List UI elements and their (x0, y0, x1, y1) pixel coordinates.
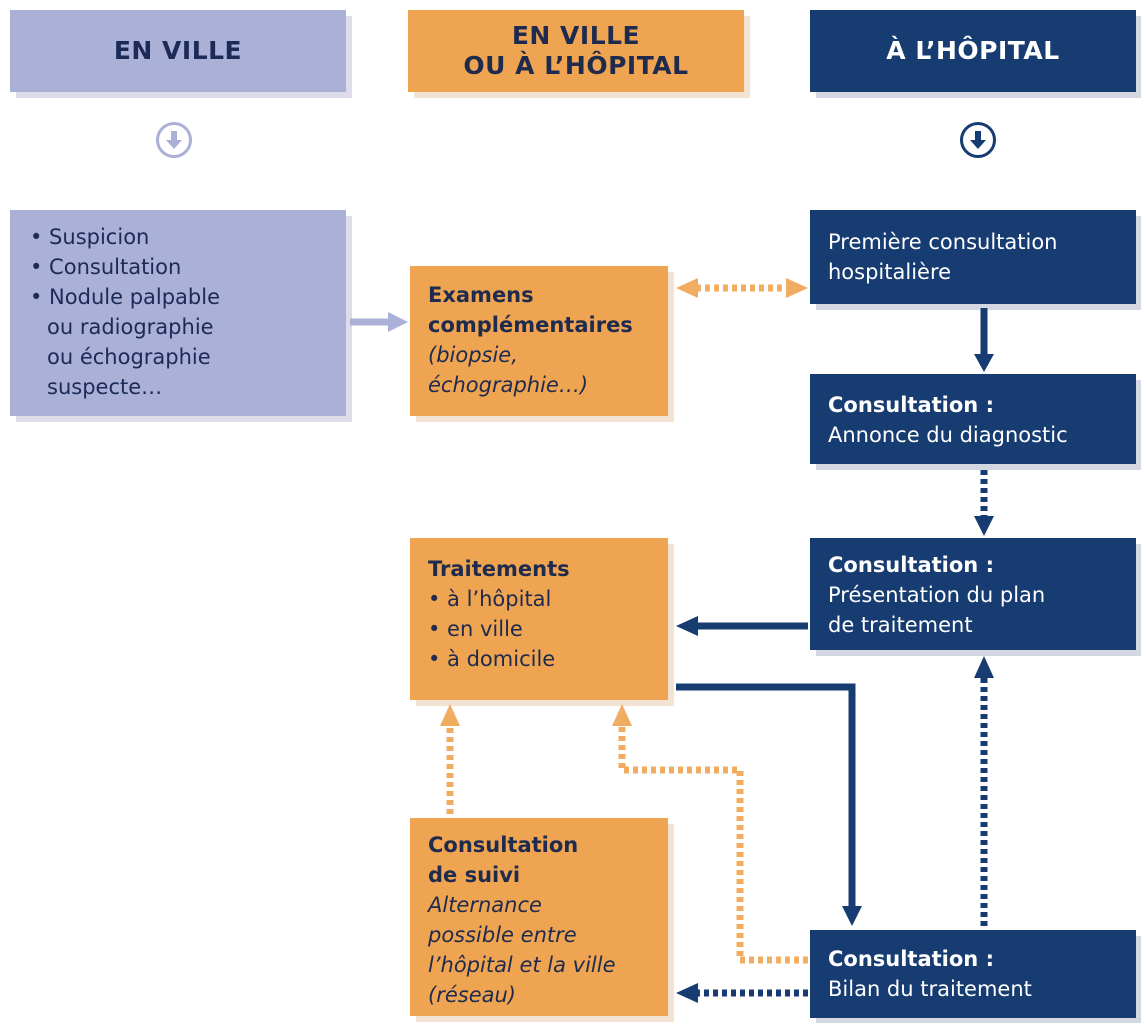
box-text: Première consultation (828, 230, 1058, 254)
box-text: Annonce du diagnostic (828, 423, 1068, 447)
list-item: • à l’hôpital (428, 587, 552, 611)
box-note: Alternance (428, 893, 542, 917)
box-title: Consultation : (828, 553, 994, 577)
arrow-down-circle-icon (960, 122, 996, 158)
header-a-l-hopital-label: À L’HÔPITAL (886, 36, 1060, 65)
arrow-bilan-to-traitements (612, 704, 808, 964)
box-note: (réseau) (428, 983, 516, 1007)
list-item: suspecte… (47, 375, 163, 399)
box-annonce-diagnostic: Consultation : Annonce du diagnostic (810, 374, 1136, 464)
header-line-2: OU À L’HÔPITAL (463, 51, 689, 80)
list-item: • Suspicion (30, 225, 150, 249)
arrow-bilan-to-suivi (676, 983, 808, 1003)
arrow-down-circle-icon (156, 122, 192, 158)
box-title: Examens (428, 283, 534, 307)
list-item: • Consultation (30, 255, 182, 279)
arrow-suivi-to-traitements (440, 704, 460, 814)
box-consultation-suivi: Consultation de suivi Alternance possibl… (410, 818, 668, 1016)
box-presentation-plan: Consultation : Présentation du plan de t… (810, 538, 1136, 650)
arrow-presentation-to-traitements (676, 616, 808, 636)
box-note: échographie…) (428, 373, 589, 397)
box-note: possible entre (428, 923, 577, 947)
box-examens-complementaires: Examens complémentaires (biopsie, échogr… (410, 266, 668, 416)
box-title: Consultation : (828, 393, 994, 417)
header-line-1: EN VILLE (511, 21, 641, 50)
box-suspicion: • Suspicion • Consultation • Nodule palp… (10, 210, 346, 416)
list-item: ou échographie (47, 345, 211, 369)
box-text: de traitement (828, 613, 973, 637)
box-text: Présentation du plan (828, 583, 1046, 607)
list-item: ou radiographie (47, 315, 214, 339)
arrow-examens-premiere-bidirectional (676, 278, 808, 298)
box-bilan-traitement: Consultation : Bilan du traitement (810, 930, 1136, 1018)
list-item: • à domicile (428, 647, 556, 671)
box-title: Consultation (428, 833, 579, 857)
box-title: de suivi (428, 863, 521, 887)
header-en-ville-ou-hopital: EN VILLE OU À L’HÔPITAL (408, 10, 744, 92)
box-text: hospitalière (828, 260, 952, 284)
arrow-bilan-to-presentation (974, 656, 994, 926)
box-title: complémentaires (428, 313, 633, 337)
box-title: Consultation : (828, 947, 994, 971)
box-note: (biopsie, (428, 343, 518, 367)
box-text: Bilan du traitement (828, 977, 1032, 1001)
box-title: Traitements (428, 557, 570, 581)
arrow-annonce-to-presentation (974, 470, 994, 536)
box-premiere-consultation: Première consultation hospitalière (810, 210, 1136, 304)
arrow-premiere-to-annonce (974, 308, 994, 372)
box-note: l’hôpital et la ville (428, 953, 616, 977)
list-item: • en ville (428, 617, 523, 641)
arrow-suspicion-to-examens (350, 312, 408, 332)
header-en-ville-label: EN VILLE (113, 36, 243, 65)
box-traitements: Traitements • à l’hôpital • en ville • à… (410, 538, 668, 700)
header-a-l-hopital: À L’HÔPITAL (810, 10, 1136, 92)
list-item: • Nodule palpable (30, 285, 221, 309)
header-en-ville: EN VILLE (10, 10, 346, 92)
arrow-traitements-to-bilan (676, 683, 862, 926)
